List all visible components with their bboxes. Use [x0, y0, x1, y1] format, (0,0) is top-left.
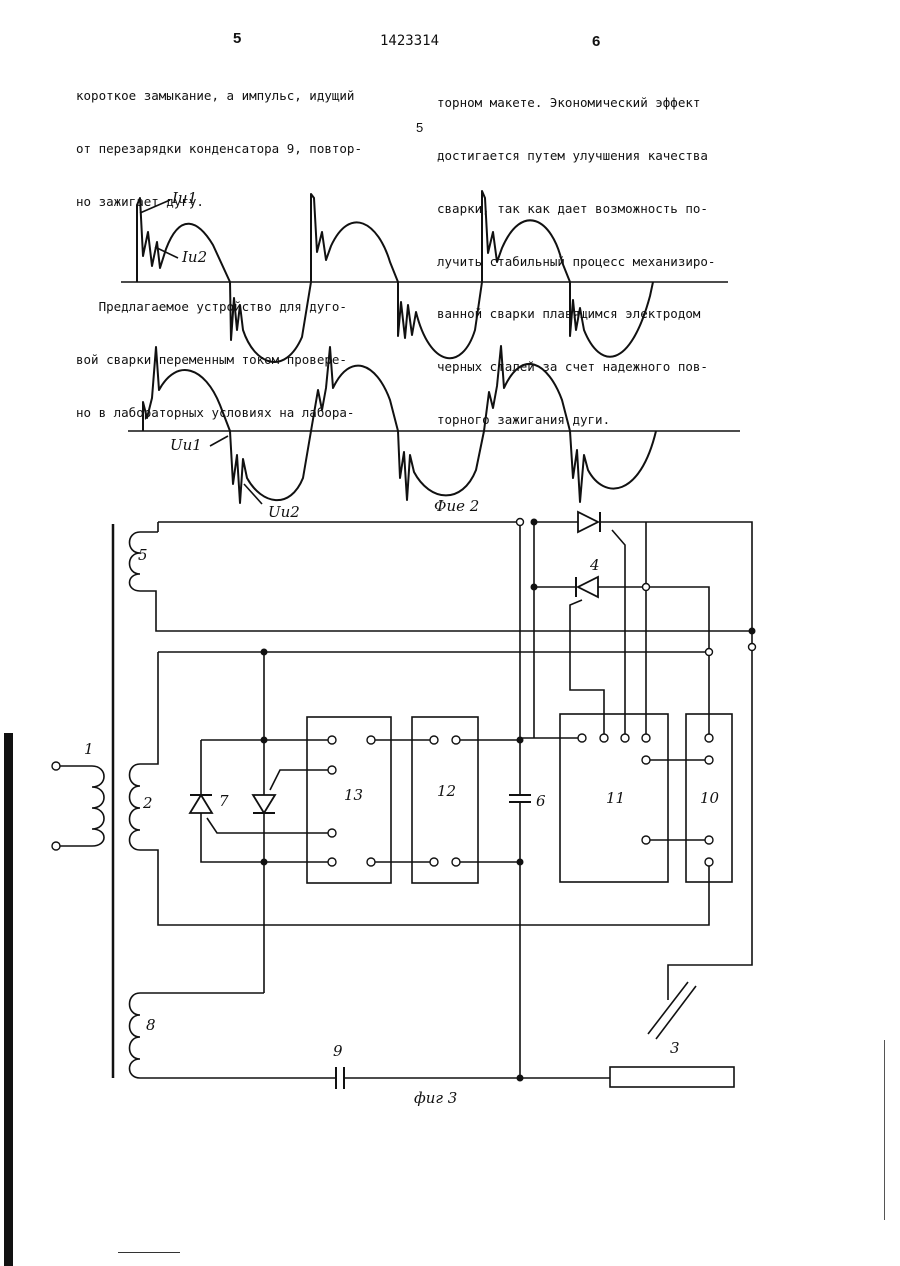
label-7: 7	[219, 792, 229, 810]
figure-2-caption: Фие 2	[434, 497, 479, 515]
electrode-wire	[668, 631, 752, 1000]
block-12	[412, 717, 478, 883]
label-9: 9	[333, 1042, 343, 1060]
terminals	[328, 519, 756, 867]
voltage-waveform	[143, 346, 656, 503]
label-i2: Iи2	[181, 248, 207, 266]
workpiece-3	[610, 1067, 734, 1087]
label-11: 11	[606, 789, 625, 807]
winding-8	[130, 993, 337, 1078]
label-10: 10	[700, 789, 720, 807]
label-6: 6	[536, 792, 546, 810]
label-12: 12	[437, 782, 456, 800]
figure-2-waveforms	[121, 191, 740, 504]
label-13: 13	[344, 786, 363, 804]
junction-dots	[261, 519, 756, 1082]
figure-3-caption: фиг 3	[414, 1089, 457, 1107]
label-5: 5	[138, 546, 148, 564]
thyristor-7b	[253, 795, 275, 813]
diode-bridge-4	[534, 522, 752, 631]
label-i1: Iи1	[171, 189, 197, 207]
thyristor-7a	[190, 795, 212, 813]
label-1: 1	[84, 740, 94, 758]
winding-5	[130, 532, 753, 631]
capacitor-9	[336, 1067, 610, 1089]
label-u2: Uи2	[268, 503, 300, 521]
label-3: 3	[670, 1039, 680, 1057]
label-u1: Uи1	[170, 436, 202, 454]
leader-i1	[140, 200, 170, 213]
leader-u1	[210, 436, 228, 446]
current-waveform	[137, 191, 653, 362]
figure-3-circuit	[52, 512, 756, 1089]
winding-1	[52, 762, 104, 850]
label-2: 2	[142, 794, 153, 812]
label-8: 8	[146, 1016, 156, 1034]
label-4: 4	[589, 556, 600, 574]
